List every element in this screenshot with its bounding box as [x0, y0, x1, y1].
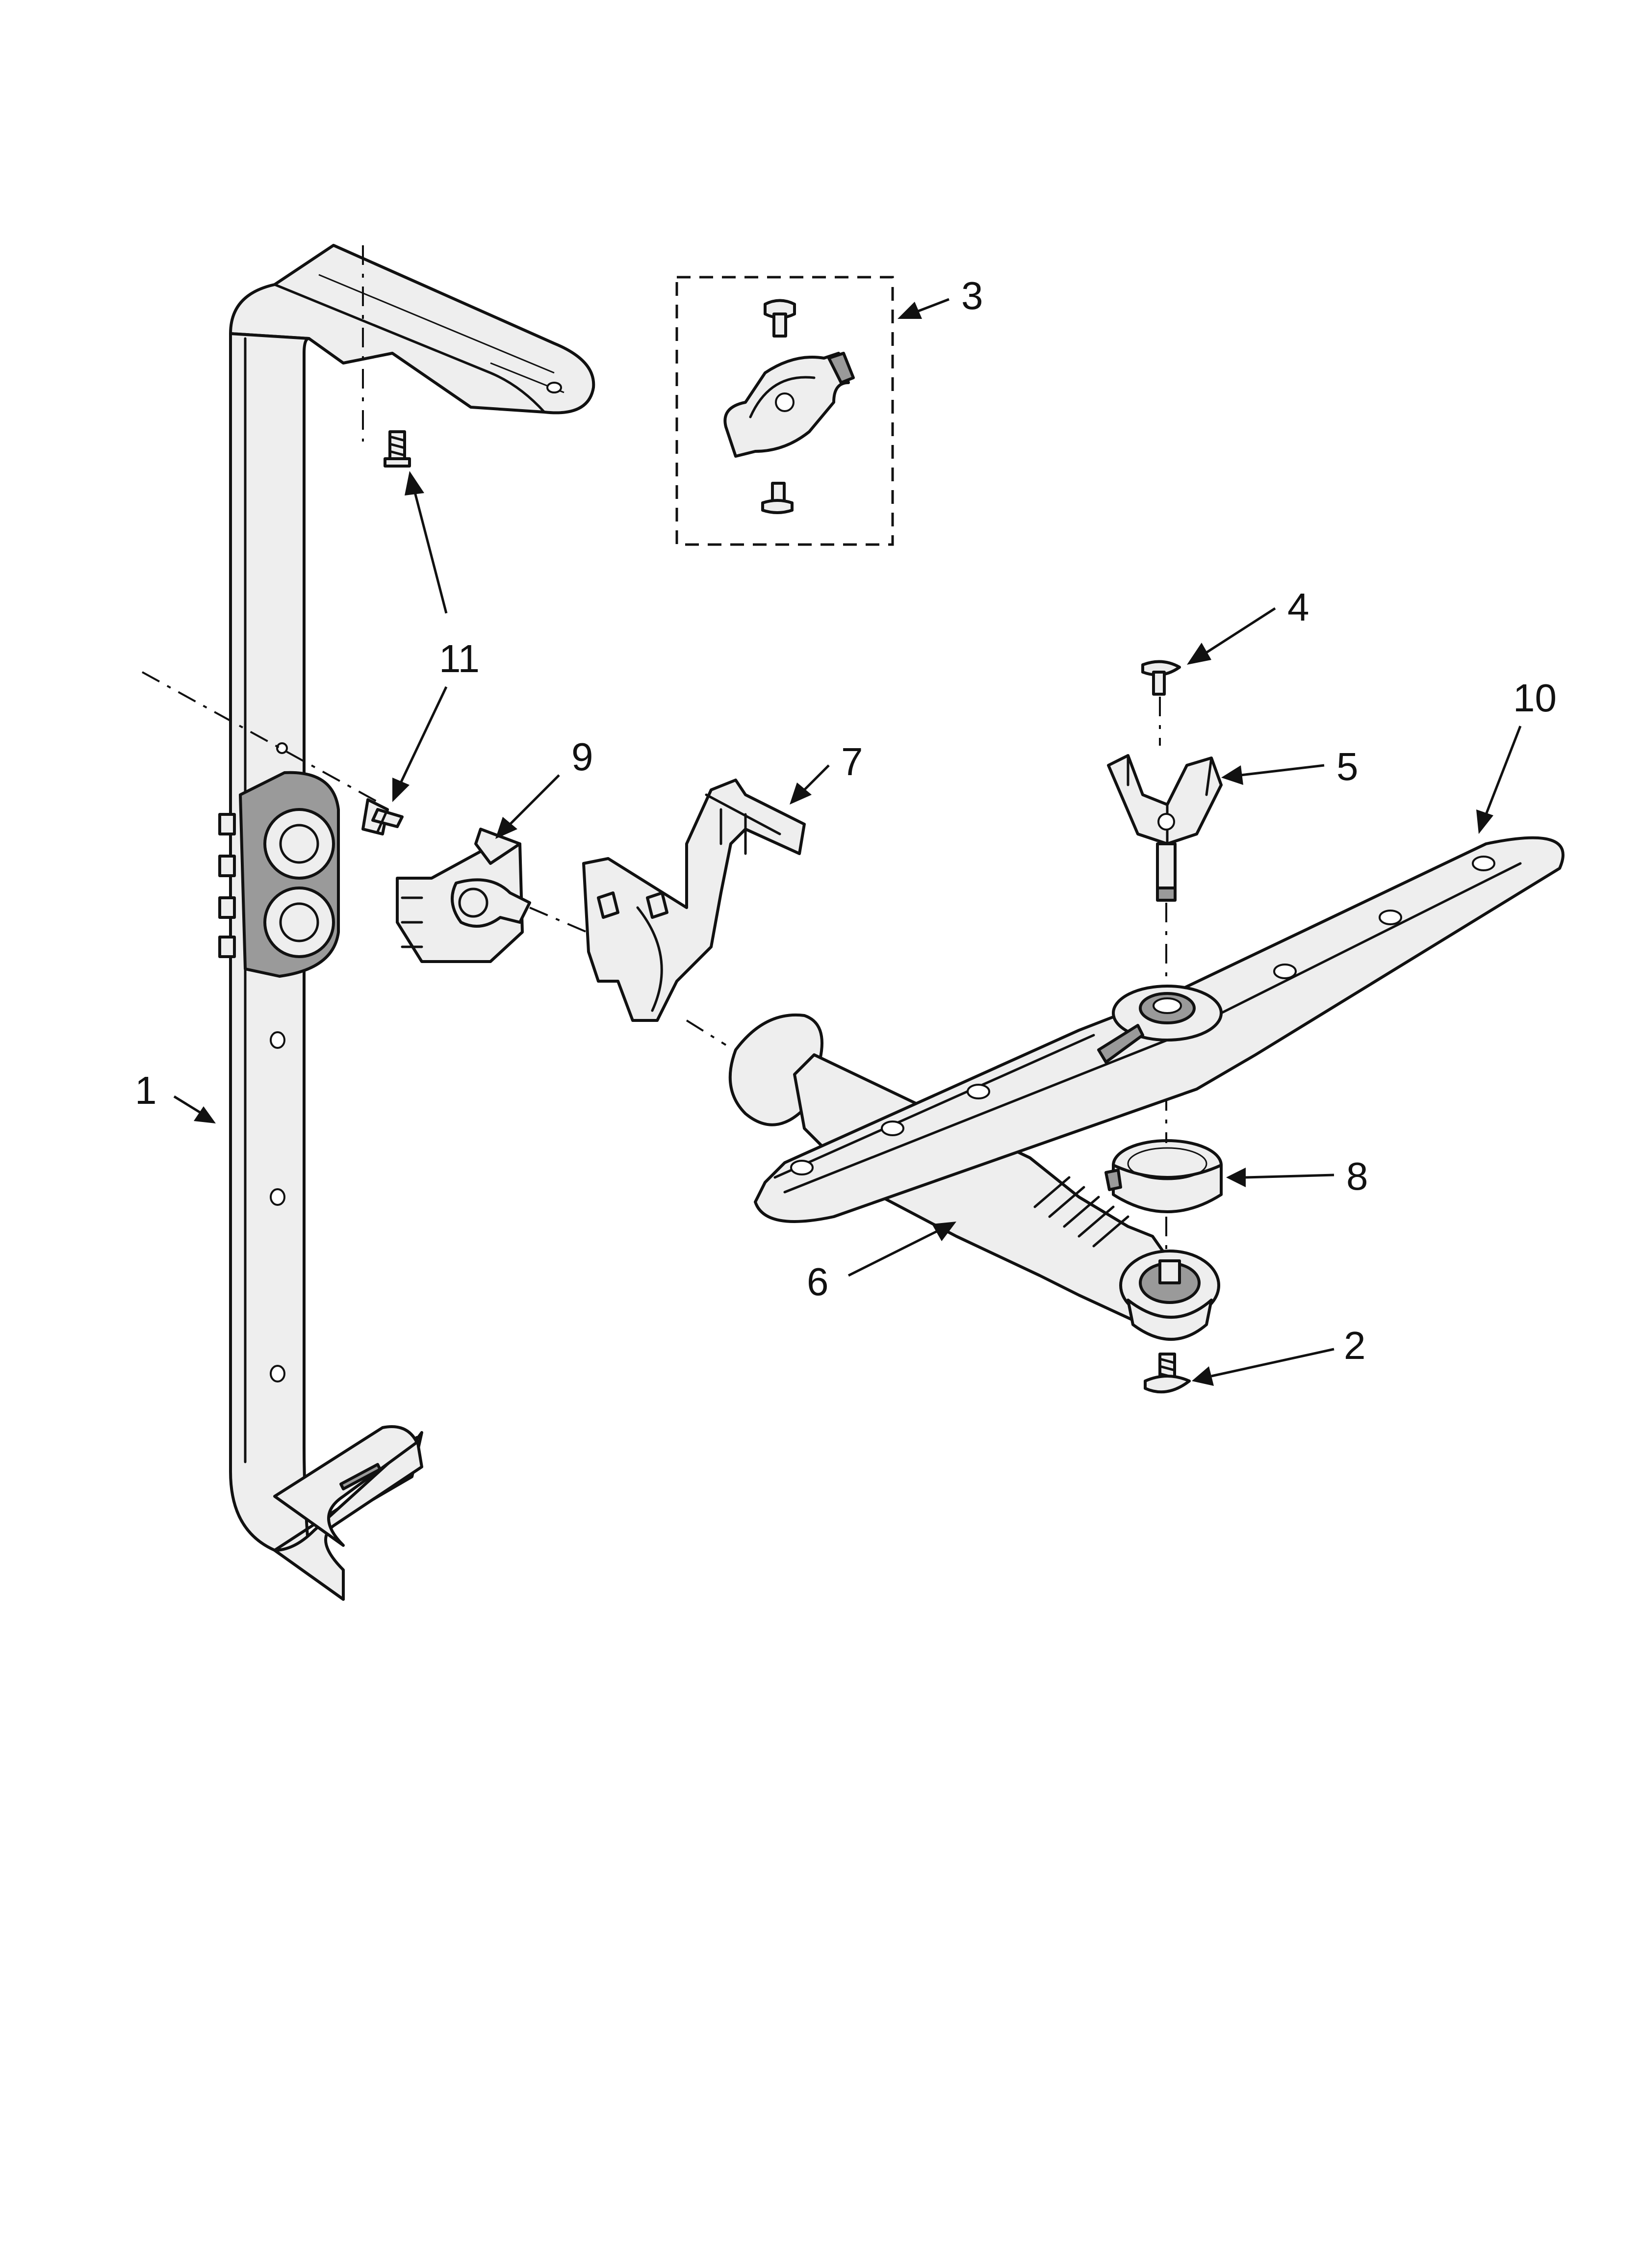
callout-2: 2	[1344, 1324, 1366, 1367]
callout-11: 11	[439, 637, 480, 680]
callout-1: 1	[135, 1069, 157, 1112]
part-5-support[interactable]	[1107, 754, 1223, 981]
part-7-bracket[interactable]	[582, 779, 806, 1046]
callout-6: 6	[807, 1260, 829, 1303]
part-3-hub-kit[interactable]	[675, 276, 894, 546]
callout-4: 4	[1287, 585, 1309, 629]
callout-9: 9	[571, 735, 593, 779]
part-2-screw[interactable]	[1144, 1353, 1191, 1394]
part-9-bracket[interactable]	[396, 828, 599, 963]
part-8-seal[interactable]	[1104, 1050, 1223, 1256]
part-10-spray-arm[interactable]	[754, 836, 1565, 1223]
centerline-manifold	[142, 671, 383, 806]
callout-leaders	[173, 298, 1522, 1386]
part-1-supply-tube[interactable]	[218, 244, 595, 1601]
callout-labels: 1 2 3 4 5 6 7 8 9 10 11	[135, 274, 1557, 1367]
callout-7: 7	[841, 740, 863, 783]
part-11-screw-side[interactable]	[361, 798, 404, 835]
callout-5: 5	[1336, 745, 1359, 788]
callout-10: 10	[1513, 676, 1557, 720]
part-4-screw[interactable]	[1141, 660, 1181, 746]
callout-8: 8	[1346, 1154, 1368, 1198]
callout-3: 3	[961, 274, 983, 317]
part-11-screw-top[interactable]	[384, 430, 411, 468]
